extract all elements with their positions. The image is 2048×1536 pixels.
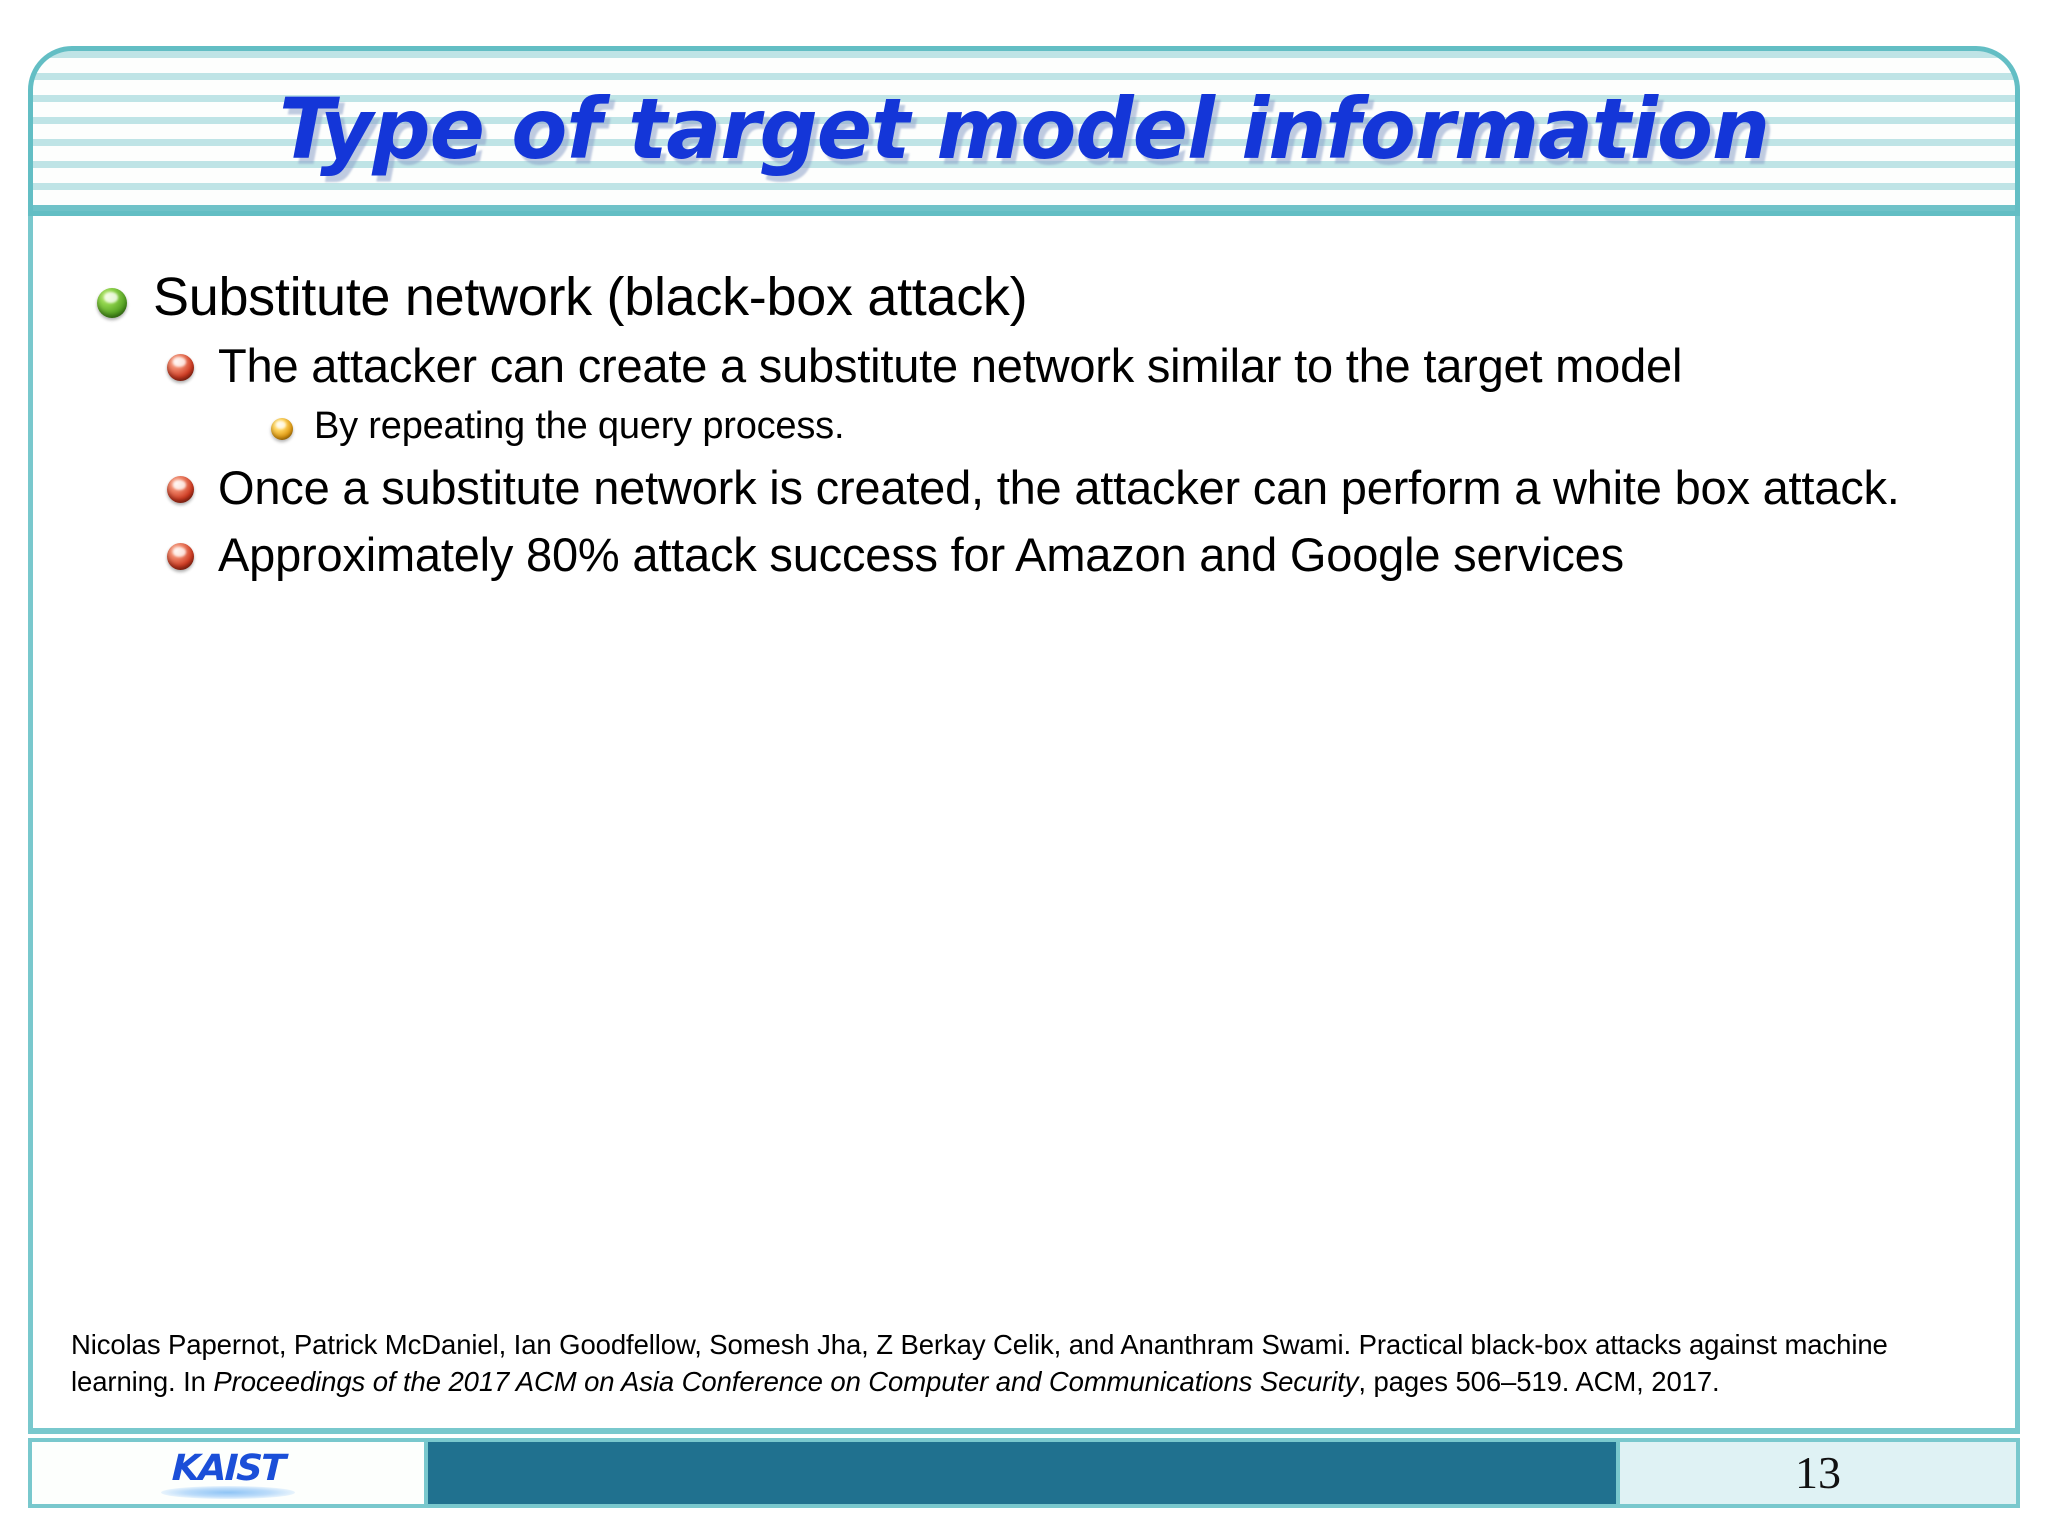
footer-logo-panel: KAIST [28, 1438, 428, 1508]
red-sphere-bullet-icon [167, 353, 194, 381]
footer-page-panel: 13 [1620, 1438, 2020, 1508]
citation-venue-italic: Proceedings of the 2017 ACM on Asia Conf… [213, 1365, 1359, 1397]
list-item: By repeating the query process. [271, 402, 1985, 451]
bullet-list: Substitute network (black-box attack) Th… [63, 266, 1985, 591]
red-sphere-bullet-icon [167, 543, 194, 571]
kaist-logo-wordmark: KAIST [171, 1448, 285, 1489]
list-item-label: The attacker can create a substitute net… [218, 338, 1683, 392]
page-title-text: Type of target model information [278, 80, 1770, 179]
list-item-label: Approximately 80% attack success for Ama… [218, 528, 1624, 582]
list-item: Substitute network (black-box attack) [63, 266, 1985, 329]
slide-footer: KAIST 13 [28, 1438, 2020, 1508]
amber-sphere-bullet-icon [271, 417, 293, 440]
kaist-logo: KAIST [153, 1445, 303, 1501]
kaist-swoosh-icon [161, 1486, 295, 1499]
footer-accent-bar [428, 1438, 1620, 1508]
title-banner: Type of target model information [28, 46, 2020, 216]
content-frame: Substitute network (black-box attack) Th… [28, 216, 2020, 1434]
list-item: The attacker can create a substitute net… [167, 335, 1985, 396]
page-title: Type of target model information [33, 80, 2015, 178]
green-sphere-bullet-icon [97, 288, 127, 318]
list-item-label: Substitute network (black-box attack) [153, 267, 1028, 327]
citation-part-two: , pages 506–519. ACM, 2017. [1358, 1365, 1720, 1397]
page-number: 13 [1795, 1447, 1841, 1498]
list-item: Approximately 80% attack success for Ama… [167, 524, 1985, 585]
list-item-label: By repeating the query process. [314, 404, 845, 447]
citation-part-one: Nicolas Papernot, Patrick McDaniel, Ian … [71, 1329, 1888, 1397]
red-sphere-bullet-icon [167, 476, 194, 504]
list-item-label: Once a substitute network is created, th… [218, 461, 1900, 515]
citation-reference: Nicolas Papernot, Patrick McDaniel, Ian … [71, 1327, 1975, 1400]
list-item: Once a substitute network is created, th… [167, 457, 1985, 518]
